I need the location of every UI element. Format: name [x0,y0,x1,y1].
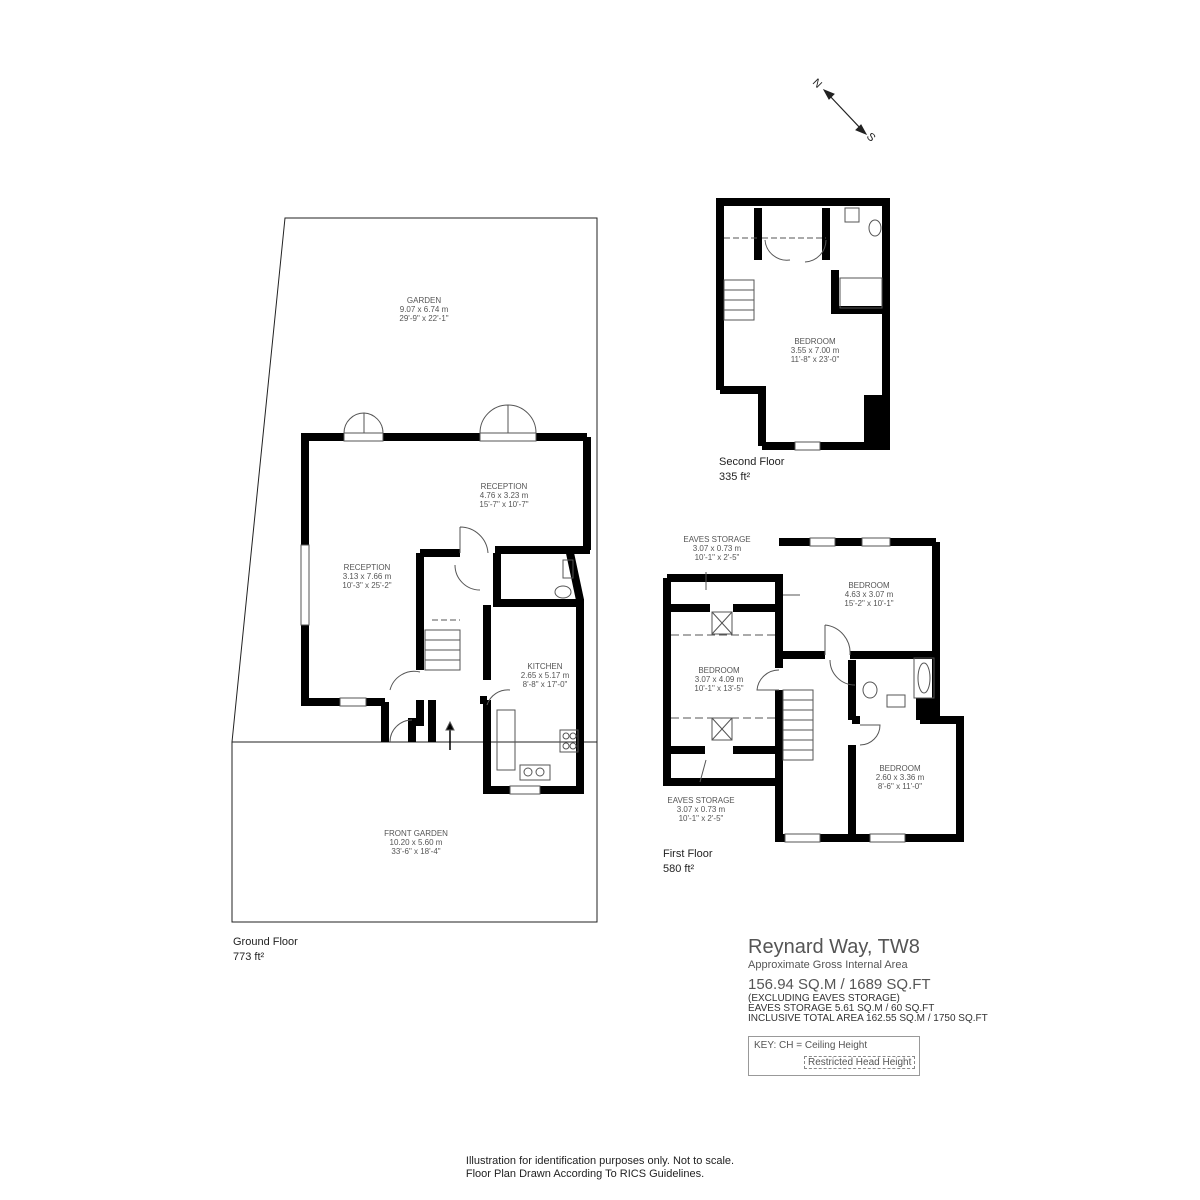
second-floor-plan [716,198,890,451]
footer-disclaimer: Illustration for identification purposes… [0,1155,1200,1181]
footer-line-2: Floor Plan Drawn According To RICS Guide… [465,1168,705,1180]
area-subtitle: Approximate Gross Internal Area [748,959,908,971]
compass-icon: N S [810,77,878,145]
ground-floor-plan [231,217,598,923]
property-title: Reynard Way, TW8 [748,936,920,958]
inclusive-area: INCLUSIVE TOTAL AREA 162.55 SQ.M / 1750 … [748,1013,988,1024]
compass-south: S [864,131,878,145]
area-summary: Reynard Way, TW8 Approximate Gross Inter… [748,936,988,1024]
eaves-area: EAVES STORAGE 5.61 SQ.M / 60 SQ.FT [748,1003,935,1014]
compass-north: N [810,77,824,91]
total-area: 156.94 SQ.M / 1689 SQ.FT [748,976,931,993]
key-restricted-head-height: Restricted Head Height [804,1056,916,1069]
key-ceiling-height: KEY: CH = Ceiling Height [754,1040,868,1051]
legend-key: KEY: CH = Ceiling Height Restricted Head… [748,1036,920,1076]
footer-line-1: Illustration for identification purposes… [465,1155,735,1167]
excluding-note: (EXCLUDING EAVES STORAGE) [748,993,900,1004]
first-floor-plan [663,537,964,843]
